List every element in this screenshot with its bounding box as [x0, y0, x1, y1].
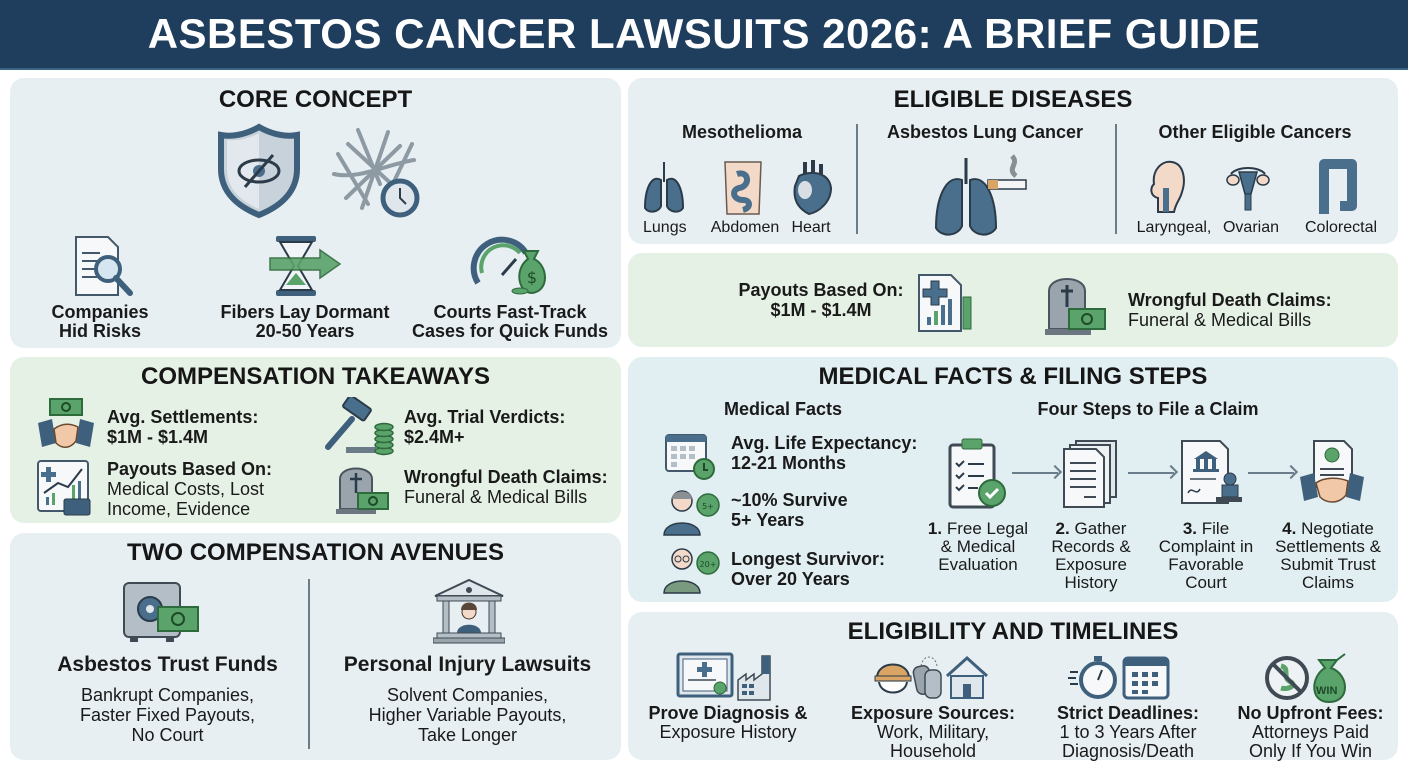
- takeaway-trial-verdicts: Avg. Trial Verdicts: $2.4M+: [404, 407, 566, 447]
- label-colorectal: Colorectal: [1304, 219, 1378, 236]
- eligibility-timelines-title: ELIGIBILITY AND TIMELINES: [847, 618, 1179, 645]
- takeaway-payouts-based-on: Payouts Based On: Medical Costs, Lost In…: [107, 459, 273, 519]
- label-lungs: Lungs: [643, 219, 687, 236]
- hourglass-arrow-icon: [268, 233, 344, 299]
- compensation-takeaways-panel: COMPENSATION TAKEAWAYS Avg. Settlements:…: [10, 357, 621, 523]
- hardhat-dogtags-house-icon: [873, 652, 993, 702]
- tombstone-money-icon: [334, 461, 394, 517]
- payout-banner-panel: Payouts Based On: $1M - $1.4M Wrongful D…: [628, 253, 1398, 347]
- core-concept-title: CORE CONCEPT: [218, 86, 413, 113]
- svg-text:$: $: [527, 268, 537, 287]
- stopwatch-calendar-icon: [1068, 652, 1172, 702]
- svg-text:5+: 5+: [702, 502, 714, 511]
- takeaway-settlements: Avg. Settlements: $1M - $1.4M: [107, 407, 259, 447]
- medical-facts-heading: Medical Facts: [723, 399, 843, 419]
- court-document-stamp-icon: [1176, 437, 1242, 511]
- filing-step-3: 3. File Complaint in Favorable Court: [1158, 519, 1254, 592]
- page-title: ASBESTOS CANCER LAWSUITS 2026: A BRIEF G…: [147, 10, 1261, 57]
- ovary-icon: [1225, 162, 1271, 212]
- handshake-agreement-icon: [1298, 437, 1366, 509]
- person-5yrs-badge-icon: 5+: [660, 485, 720, 537]
- win-badge-text: WIN: [1316, 685, 1338, 697]
- divider: [1115, 124, 1117, 234]
- step-arrow: [1128, 472, 1174, 474]
- two-avenues-panel: TWO COMPENSATION AVENUES Asbestos Trust …: [10, 533, 621, 760]
- core-item-2: Fibers Lay Dormant 20-50 Years: [220, 302, 390, 341]
- filing-steps-heading: Four Steps to File a Claim: [1037, 399, 1259, 419]
- no-fee-win-bag-icon: [1263, 650, 1353, 704]
- two-avenues-title: TWO COMPENSATION AVENUES: [127, 539, 504, 566]
- other-cancers-heading: Other Eligible Cancers: [1158, 122, 1352, 142]
- certificate-factory-icon: [676, 652, 786, 702]
- lung-cancer-heading: Asbestos Lung Cancer: [886, 122, 1084, 142]
- eligibility-item-deadlines: Strict Deadlines: 1 to 3 Years After Dia…: [1056, 703, 1200, 761]
- core-item-1: Companies Hid Risks: [51, 302, 149, 341]
- fact-longest-survivor: Longest Survivor: Over 20 Years: [731, 549, 886, 589]
- eligibility-item-exposure: Exposure Sources: Work, Military, Househ…: [850, 703, 1016, 761]
- trust-funds-column: Asbestos Trust Funds Bankrupt Companies,…: [57, 653, 278, 745]
- calendar-clock-icon: [664, 429, 716, 481]
- core-concept-panel: CORE CONCEPT Companies Hid Risks Fibers …: [10, 78, 621, 348]
- core-item-3: Courts Fast-Track Cases for Quick Funds: [411, 302, 609, 341]
- eligibility-timelines-panel: ELIGIBILITY AND TIMELINES Prove Diagnosi…: [628, 612, 1398, 761]
- courthouse-lawyer-icon: [433, 578, 505, 644]
- divider: [856, 124, 858, 234]
- medical-filing-title: MEDICAL FACTS & FILING STEPS: [818, 363, 1208, 390]
- colon-icon: [1316, 156, 1360, 218]
- clipboard-check-icon: [946, 437, 1012, 511]
- tombstone-money-icon: [1043, 269, 1107, 339]
- label-heart: Heart: [791, 219, 831, 236]
- step-arrow: [1012, 472, 1058, 474]
- label-ovarian: Ovarian: [1222, 219, 1280, 236]
- divider: [308, 579, 310, 749]
- step-arrow: [1248, 472, 1294, 474]
- filing-step-1: 1. Free Legal & Medical Evaluation: [927, 519, 1029, 574]
- fact-5yr-survival: ~10% Survive 5+ Years: [731, 490, 848, 530]
- lung-cancer-cigarette-icon: [930, 154, 1040, 238]
- fact-life-expectancy: Avg. Life Expectancy: 12-21 Months: [731, 433, 918, 473]
- page-header: ASBESTOS CANCER LAWSUITS 2026: A BRIEF G…: [0, 0, 1408, 70]
- handshake-money-icon: [36, 397, 96, 455]
- compensation-takeaways-title: COMPENSATION TAKEAWAYS: [141, 363, 490, 390]
- medical-report-chart-icon: [913, 271, 977, 337]
- shield-eye-slash-icon: [215, 123, 303, 219]
- takeaway-wrongful-death: Wrongful Death Claims: Funeral & Medical…: [404, 467, 608, 507]
- asbestos-fibers-clock-icon: [328, 124, 424, 220]
- filing-step-2: 2. Gather Records & Exposure History: [1051, 519, 1131, 592]
- lungs-icon: [643, 160, 685, 216]
- elder-20yrs-badge-icon: 20+: [660, 543, 720, 595]
- document-magnifier-icon: [68, 233, 138, 299]
- speedometer-money-bag-icon: $: [470, 233, 554, 299]
- heart-icon: [791, 158, 833, 216]
- filing-step-4: 4. Negotiate Settlements & Submit Trust …: [1275, 519, 1381, 592]
- safe-money-icon: [120, 581, 200, 645]
- eligibility-item-fees: No Upfront Fees: Attorneys Paid Only If …: [1237, 703, 1384, 761]
- eligible-diseases-panel: ELIGIBLE DISEASES Mesothelioma Lungs Abd…: [628, 78, 1398, 244]
- label-abdomen: Abdomen: [710, 219, 780, 236]
- gavel-coins-icon: [322, 397, 398, 457]
- personal-injury-column: Personal Injury Lawsuits Solvent Compani…: [343, 653, 592, 745]
- eligible-diseases-title: ELIGIBLE DISEASES: [893, 86, 1133, 113]
- payout-banner-right: Wrongful Death Claims: Funeral & Medical…: [1128, 290, 1332, 330]
- label-laryngeal: Laryngeal,: [1136, 219, 1212, 236]
- mesothelioma-heading: Mesothelioma: [681, 122, 803, 142]
- payout-banner-left: Payouts Based On: $1M - $1.4M: [738, 280, 904, 320]
- document-stack-icon: [1060, 437, 1124, 509]
- abdomen-icon: [721, 160, 765, 216]
- larynx-head-icon: [1148, 158, 1186, 214]
- medical-filing-panel: MEDICAL FACTS & FILING STEPS Medical Fac…: [628, 357, 1398, 602]
- chart-briefcase-icon: [36, 459, 94, 517]
- svg-text:20+: 20+: [700, 560, 717, 569]
- eligibility-item-diagnosis: Prove Diagnosis & Exposure History: [648, 703, 808, 742]
